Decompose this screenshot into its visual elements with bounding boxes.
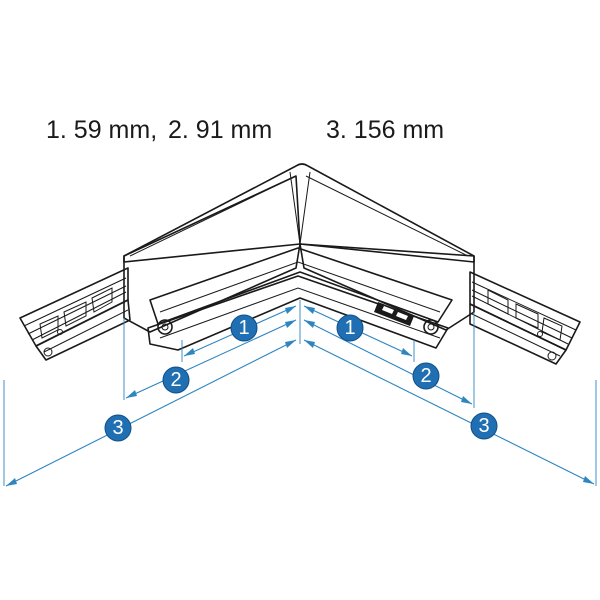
dimension-marker-3-left: 3 [104,414,132,442]
marker-1-left-label: 1 [238,317,249,339]
corner-connector-housing [123,163,475,351]
dimension-line-3 [5,339,595,487]
dimension-marker-2-left: 2 [162,366,190,394]
right-screw-icon [423,319,439,335]
dimension-marker-3-right: 3 [470,412,498,440]
dimension-line-1 [183,305,413,357]
marker-2-left-label: 2 [170,369,181,391]
caption-item-3: 3. 156 mm [326,116,444,144]
marker-3-right-label: 3 [478,415,489,437]
dimension-marker-1-left: 1 [230,314,258,342]
dimension-caption: 1. 59 mm, 2. 91 mm 3. 156 mm [46,116,444,144]
marker-3-left-label: 3 [112,417,123,439]
dimension-line-2 [125,319,473,405]
dimension-lines: 1 1 2 2 3 3 [3,300,597,487]
caption-item-2: 2. 91 mm [168,116,272,144]
right-track-rail [469,271,581,365]
marker-1-right-label: 1 [344,317,355,339]
dimension-marker-2-right: 2 [412,362,440,390]
left-screw-icon [157,319,173,335]
left-track-rail [19,267,131,361]
marker-2-right-label: 2 [420,365,431,387]
caption-item-1: 1. 59 mm, [46,116,157,144]
logo-plate-icon [374,302,414,326]
dimension-marker-1-right: 1 [336,314,364,342]
